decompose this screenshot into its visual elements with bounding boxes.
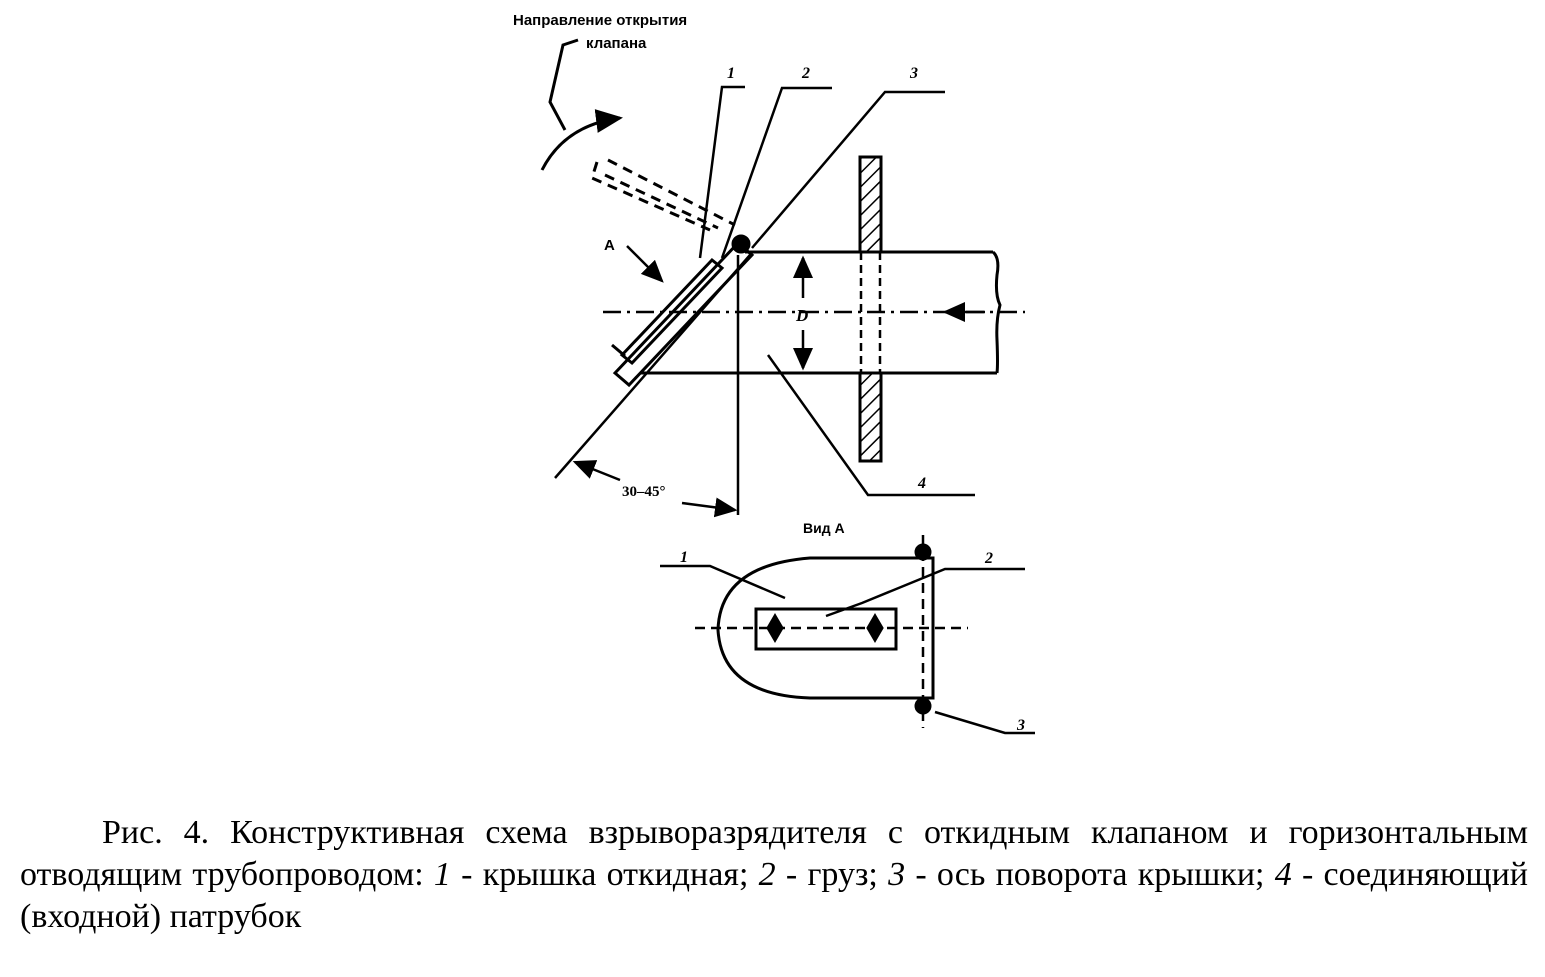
angle-reference-line	[554, 254, 751, 479]
view-callout-3: 3	[1016, 717, 1025, 734]
opening-direction-annotation: Направление открытия клапана	[513, 12, 687, 171]
callouts-side-view	[698, 85, 975, 497]
callout-3: 3	[909, 65, 918, 82]
angle-label: 30–45°	[622, 484, 666, 500]
angle-dim-arrow-left	[572, 460, 621, 482]
caption-item-1-text: - крышка откидная;	[450, 856, 759, 893]
figure-caption: Рис. 4. Конструктивная схема взрыворазря…	[20, 812, 1528, 938]
caption-item-4-text: - соединяющий (входной) патрубок	[20, 856, 1528, 935]
caption-item-2-text: - груз;	[775, 856, 889, 893]
callout-1: 1	[727, 65, 735, 82]
caption-item-3-text: - ось поворота крышки;	[905, 856, 1275, 893]
caption-item-3-num: 3	[888, 856, 906, 893]
valve-open-position-ghost	[590, 158, 736, 232]
view-callout-1: 1	[680, 549, 688, 566]
callout-4: 4	[917, 475, 926, 492]
callout-2: 2	[801, 65, 810, 82]
opening-direction-label-line2: клапана	[586, 35, 647, 52]
view-a-arrow-label: A	[604, 237, 615, 254]
view-a-title: Вид A	[803, 520, 845, 536]
caption-item-1-num: 1	[433, 856, 451, 893]
caption-item-2-num: 2	[758, 856, 776, 893]
caption-item-4-num: 4	[1274, 856, 1292, 893]
pivot-axis-marker	[731, 234, 751, 254]
caption-prefix: Рис. 4. Конструктивная схема взрыворазря…	[20, 814, 1528, 893]
view-callout-2: 2	[984, 550, 993, 567]
diameter-label: D	[795, 306, 808, 325]
opening-direction-label-line1: Направление открытия	[513, 12, 687, 29]
flap-cover	[611, 234, 755, 388]
flange	[858, 155, 883, 463]
valve-diagram: Направление открытия клапана D	[513, 12, 1035, 735]
view-a-arrow	[626, 245, 664, 283]
view-a-drawing	[660, 535, 1035, 735]
opening-arc-arrow	[540, 109, 623, 171]
angle-dim-arrow-right	[681, 497, 738, 518]
